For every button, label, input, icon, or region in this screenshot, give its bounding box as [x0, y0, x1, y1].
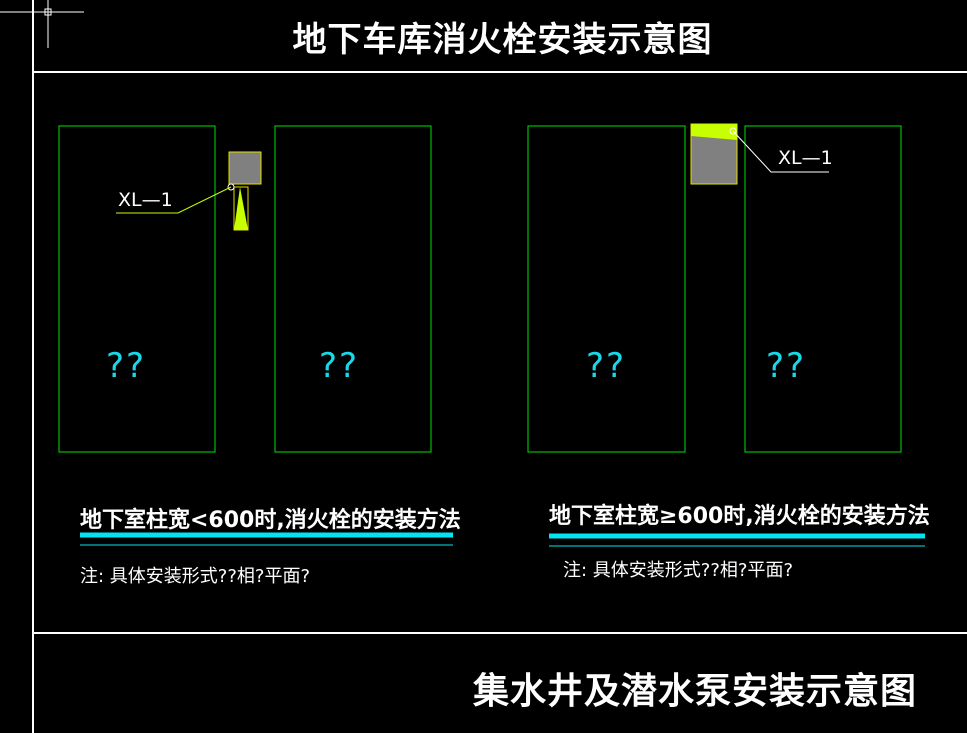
right-leader-line — [732, 130, 829, 173]
left-column-b-mark: ?? — [319, 346, 360, 386]
right-panel-heading: 地下室柱宽≥600时,消火栓的安装方法 — [549, 504, 930, 529]
crosshair-cursor-icon — [0, 0, 84, 48]
left-column-a — [58, 125, 216, 453]
right-column-b-mark: ?? — [766, 346, 807, 386]
left-hydrant-tag: XL—1 — [118, 189, 173, 211]
right-column-a-mark: ?? — [586, 346, 627, 386]
left-hydrant-box — [228, 151, 262, 185]
right-column-a — [527, 125, 686, 453]
right-panel-note: 注: 具体安装形式??相?平面? — [563, 560, 793, 581]
drawing-title-bottom: 集水井及潜水泵安装示意图 — [472, 671, 917, 712]
left-leader-line — [116, 186, 232, 214]
right-column-b — [744, 125, 902, 453]
drawing-title-top: 地下车库消火栓安装示意图 — [292, 20, 713, 60]
left-column-a-mark: ?? — [106, 346, 147, 386]
right-leader-dot — [729, 127, 737, 135]
right-hydrant-marker — [691, 124, 737, 140]
left-leader-dot — [227, 183, 235, 191]
left-panel-note: 注: 具体安装形式??相?平面? — [80, 566, 310, 587]
left-panel-heading: 地下室柱宽<600时,消火栓的安装方法 — [80, 508, 461, 533]
right-hydrant-tag: XL—1 — [778, 147, 833, 169]
left-riser-marker — [234, 187, 248, 230]
left-column-b — [274, 125, 432, 453]
